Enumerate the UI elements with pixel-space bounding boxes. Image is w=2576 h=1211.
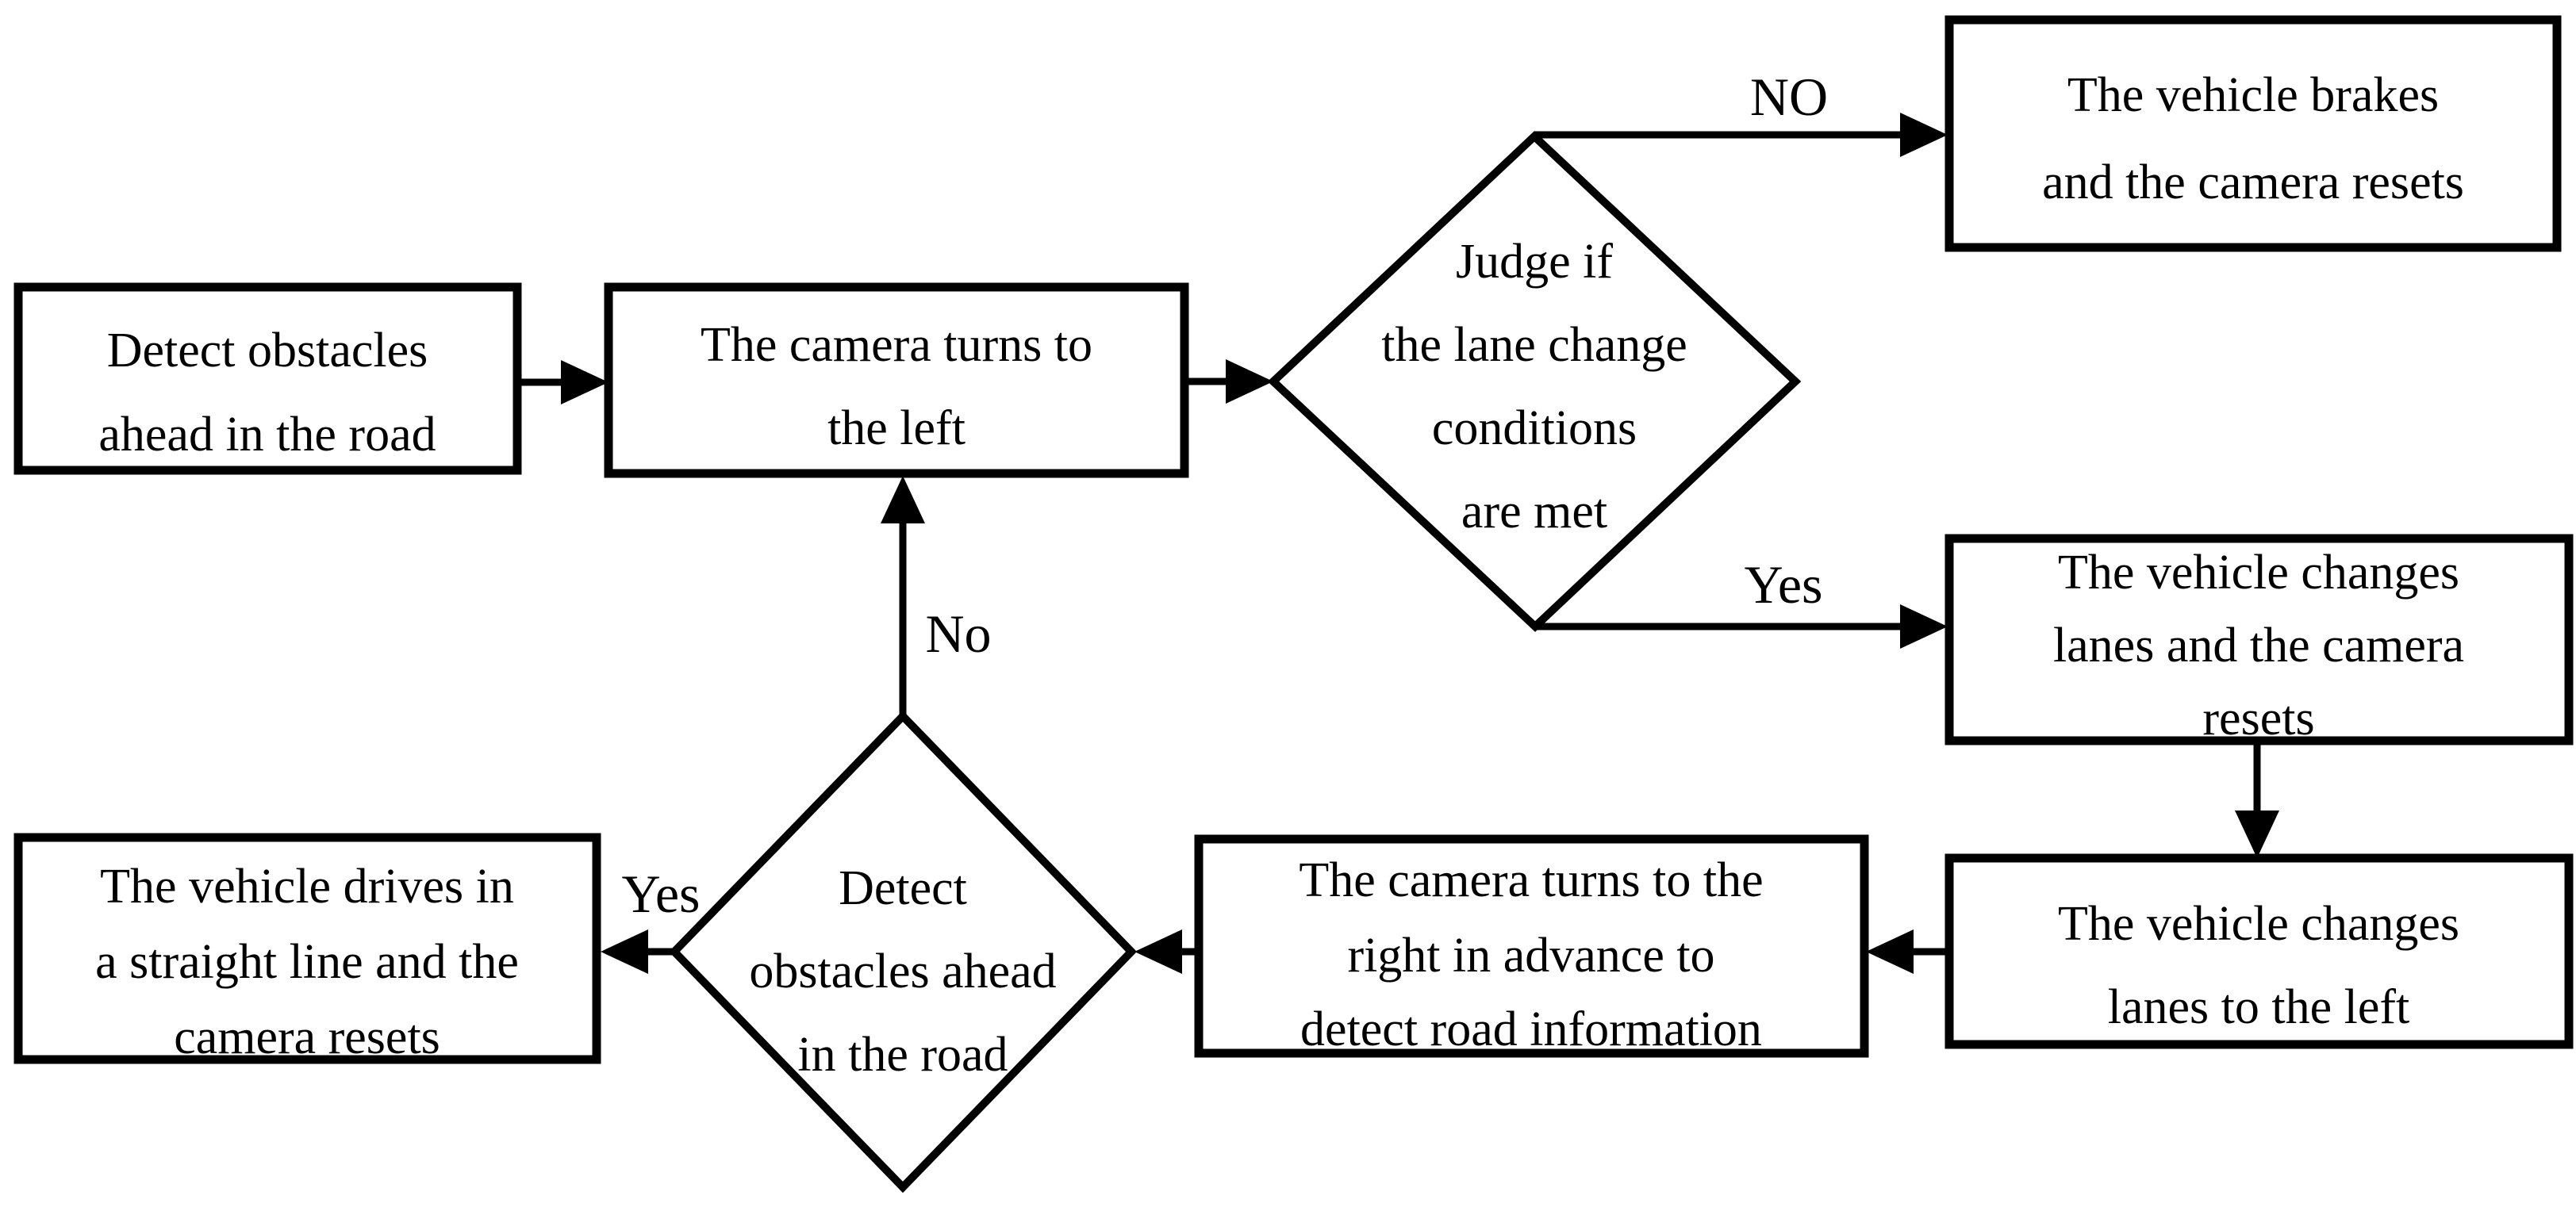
arrow-camera-left-to-judge [1184, 359, 1273, 404]
arrowhead-right-icon [1226, 359, 1273, 404]
process-box-border [1944, 853, 2574, 1049]
process-box-border [13, 282, 522, 475]
arrow-resets-to-lanes-left [2235, 741, 2279, 858]
process-box-border [604, 282, 1189, 478]
node-text-line: resets [2202, 692, 2314, 745]
arrowhead-left-icon [1134, 929, 1182, 974]
node-text-line: conditions [1432, 401, 1637, 455]
process-box-detect-obstacles-start: Detect obstacles ahead in the road [13, 282, 522, 475]
arrow-judge-yes-to-change-lanes [1535, 604, 1948, 649]
arrowhead-right-icon [561, 360, 608, 404]
arrow-camera-right-to-detect [1134, 929, 1199, 974]
process-box-camera-turns-right: The camera turns to the right in advance… [1194, 834, 1869, 1058]
process-box-camera-turns-left: The camera turns to the left [604, 282, 1189, 478]
node-text-line: The vehicle brakes [2067, 68, 2439, 122]
node-text-line: ahead in the road [98, 408, 436, 462]
arrowhead-right-icon [1900, 113, 1948, 157]
node-text-line: obstacles ahead [749, 945, 1056, 998]
edge-label-detect-yes: Yes [622, 864, 701, 924]
node-text-line: are met [1461, 485, 1607, 538]
node-text-line: and the camera resets [2042, 155, 2464, 209]
decision-diamond-border [669, 710, 1137, 1194]
arrow-detect-no-to-camera-left [881, 476, 925, 716]
edge-label-judge-yes: Yes [1745, 554, 1823, 615]
arrowhead-up-icon [881, 476, 925, 523]
decision-diamond-detect-obstacles: Detect obstacles ahead in the road [669, 710, 1137, 1194]
edge-label-judge-no: NO [1750, 67, 1828, 127]
node-text-line: right in advance to [1347, 929, 1714, 983]
process-box-vehicle-brakes: The vehicle brakes and the camera resets [1944, 15, 2562, 252]
arrowhead-down-icon [2235, 811, 2279, 858]
node-text-line: The camera turns to the [1299, 853, 1763, 907]
node-text-line: Judge if [1456, 235, 1613, 289]
node-text-line: Detect obstacles [107, 324, 428, 377]
node-text-line: detect road information [1300, 1002, 1762, 1056]
process-box-border [1944, 15, 2562, 252]
node-text-line: the lane change [1381, 318, 1687, 372]
process-box-changes-lanes-resets: The vehicle changes lanes and the camera… [1944, 534, 2574, 745]
node-text-line: Detect [839, 861, 967, 915]
arrowhead-left-icon [1866, 929, 1914, 974]
node-text-line: in the road [797, 1028, 1008, 1082]
process-box-border [1194, 834, 1869, 1058]
arrow-detect-yes-to-straight [601, 929, 674, 974]
decision-diamond-judge-lane-change: Judge if the lane change conditions are … [1267, 131, 1802, 632]
process-box-border [13, 833, 601, 1064]
node-text-line: camera resets [174, 1010, 440, 1064]
edge-label-detect-no: No [925, 604, 991, 664]
process-box-drives-straight: The vehicle drives in a straight line an… [13, 833, 601, 1064]
arrow-judge-no-to-brakes [1534, 113, 1948, 157]
arrowhead-right-icon [1900, 604, 1948, 649]
node-text-line: The vehicle drives in [100, 860, 514, 914]
node-text-line: lanes and the camera [2053, 619, 2464, 673]
arrow-lanes-left-to-camera-right [1866, 929, 1949, 974]
arrowhead-left-icon [601, 929, 648, 974]
node-text-line: The camera turns to [701, 318, 1092, 372]
node-text-line: The vehicle changes [2058, 546, 2459, 600]
node-text-line: the left [827, 401, 966, 455]
node-text-line: The vehicle changes [2058, 897, 2459, 951]
decision-diamond-border [1267, 131, 1802, 632]
node-text-line: a straight line and the [95, 935, 519, 989]
node-text-line: lanes to the left [2108, 980, 2409, 1034]
process-box-border [1944, 534, 2574, 745]
arrow-start-to-camera-left [517, 360, 608, 404]
process-box-changes-lanes-left: The vehicle changes lanes to the left [1944, 853, 2574, 1049]
